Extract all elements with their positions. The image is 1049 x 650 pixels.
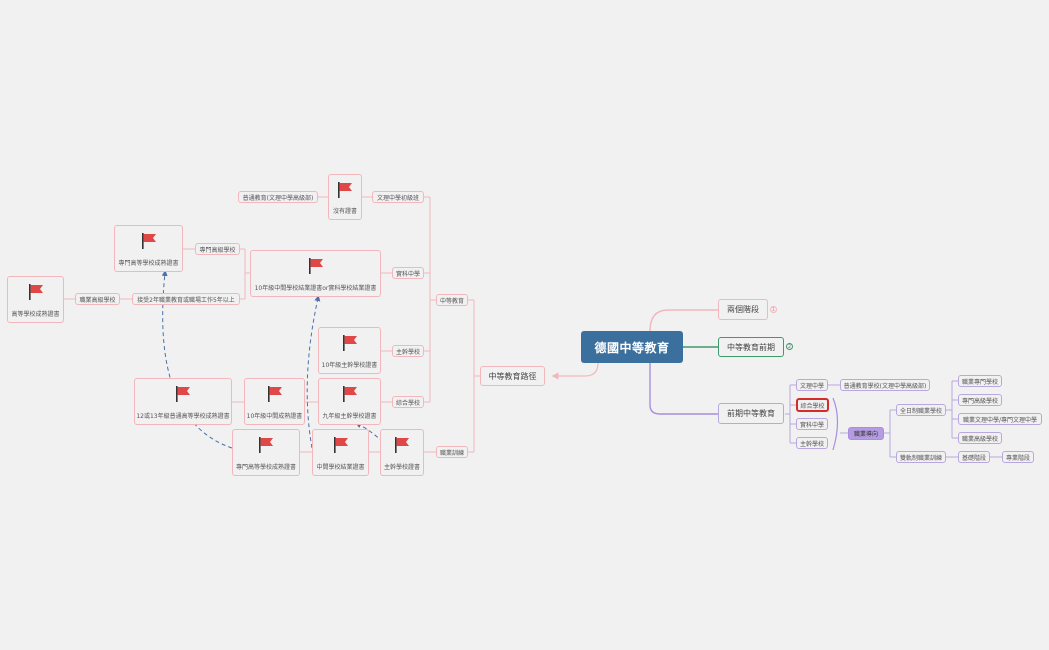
- card-label: 專門高等學校成熟證書: [118, 260, 179, 267]
- flag-icon: [28, 284, 43, 300]
- root-topic[interactable]: 德國中等教育: [581, 331, 683, 363]
- special-senior-school[interactable]: 專門高級學校: [958, 394, 1002, 406]
- general-education-gym[interactable]: 普通教育(文理中學高級部): [238, 191, 318, 203]
- card-fach-cert[interactable]: 專門高等學校成熟證書: [114, 225, 183, 272]
- card-label: 10年級主幹學校證書: [321, 362, 378, 369]
- flag-icon: [342, 335, 357, 351]
- flag-icon: [342, 386, 357, 402]
- fulltime-vocational-school[interactable]: 全日制職業學校: [896, 404, 946, 416]
- card-label: 九年級主幹學校證書: [322, 413, 377, 420]
- card-mittel-cert[interactable]: 中間學校結業證書: [312, 429, 369, 476]
- basic-stage[interactable]: 基礎階段: [958, 451, 990, 463]
- branch-secondary-path[interactable]: 中等教育路徑: [480, 366, 545, 386]
- flag-icon: [333, 437, 348, 453]
- card-mittlere-cert[interactable]: 10年級中間成熟證書: [244, 378, 305, 425]
- fach-senior-school[interactable]: 專門高級學校: [195, 243, 240, 255]
- vocational-training[interactable]: 職業訓練: [436, 446, 468, 458]
- school-hauptschule[interactable]: 主幹學校: [796, 437, 828, 449]
- flag-icon: [176, 386, 190, 402]
- school-gymnasium[interactable]: 文理中學: [796, 379, 828, 391]
- card-label: 10年級中間學校結業證書or實科學校結業證書: [254, 285, 377, 292]
- school-realschule[interactable]: 實科中學: [796, 418, 828, 430]
- badge-1: 1: [770, 306, 777, 313]
- vocational-special-school[interactable]: 職業專門學校: [958, 375, 1002, 387]
- professional-stage[interactable]: 專業階段: [1002, 451, 1034, 463]
- flag-icon: [141, 233, 156, 249]
- dual-vocational-training[interactable]: 雙軌制職業訓練: [896, 451, 946, 463]
- flag-icon: [308, 258, 323, 274]
- vocational-senior-school-left[interactable]: 職業高級學校: [75, 293, 120, 305]
- comprehensive-left[interactable]: 綜合學校: [392, 396, 424, 408]
- work-condition[interactable]: 接受2年職業教育或職場工作5年以上: [132, 293, 240, 305]
- secondary-education[interactable]: 中等教育: [436, 294, 468, 306]
- hauptschule-left[interactable]: 主幹學校: [392, 345, 424, 357]
- card-university-cert[interactable]: 高等學校成熟證書: [7, 276, 64, 323]
- card-label: 主幹學校證書: [383, 464, 420, 471]
- card-label: 10年級中間成熟證書: [246, 413, 303, 420]
- card-abitur-cert[interactable]: 12或13年級普通高等學校成熟證書: [134, 378, 232, 425]
- branch-early-secondary-education[interactable]: 前期中等教育: [718, 403, 784, 424]
- flag-icon: [267, 386, 282, 402]
- vocational-senior-school[interactable]: 職業高級學校: [958, 432, 1002, 444]
- vocational-oriented[interactable]: 職業導向: [848, 427, 884, 440]
- card-fach-cert2[interactable]: 專門高等學校成熟證書: [232, 429, 300, 476]
- branch-early-secondary-duration[interactable]: 中等教育前期: [718, 337, 784, 357]
- general-education-gym-upper[interactable]: 普通教育學校(文理中學高級部): [840, 379, 930, 391]
- flag-icon: [259, 437, 273, 453]
- card-label: 12或13年級普通高等學校成熟證書: [136, 413, 230, 420]
- card-label: 中間學校結業證書: [316, 464, 365, 471]
- card-label: 沒有證書: [332, 208, 357, 215]
- badge-2: 2: [786, 343, 793, 350]
- card-no-certificate[interactable]: 沒有證書: [328, 174, 362, 220]
- card-label: 專門高等學校成熟證書: [235, 464, 296, 471]
- realschule-left[interactable]: 實科中學: [392, 267, 424, 279]
- gym-lower-class[interactable]: 文理中學初級班: [372, 191, 424, 203]
- card-label: 高等學校成熟證書: [11, 311, 60, 318]
- school-comprehensive-highlighted[interactable]: 綜合學校: [796, 398, 829, 412]
- card-haupt9-cert[interactable]: 九年級主幹學校證書: [318, 378, 381, 425]
- vocational-gymnasium[interactable]: 職業文理中學/專門文理中學: [958, 413, 1042, 425]
- card-haupt10-cert[interactable]: 10年級主幹學校證書: [318, 327, 381, 374]
- flag-icon: [338, 182, 352, 198]
- card-realschule-cert[interactable]: 10年級中間學校結業證書or實科學校結業證書: [250, 250, 381, 297]
- flag-icon: [395, 437, 409, 453]
- card-haupt-cert[interactable]: 主幹學校證書: [380, 429, 424, 476]
- branch-two-stages[interactable]: 兩個階段: [718, 299, 768, 320]
